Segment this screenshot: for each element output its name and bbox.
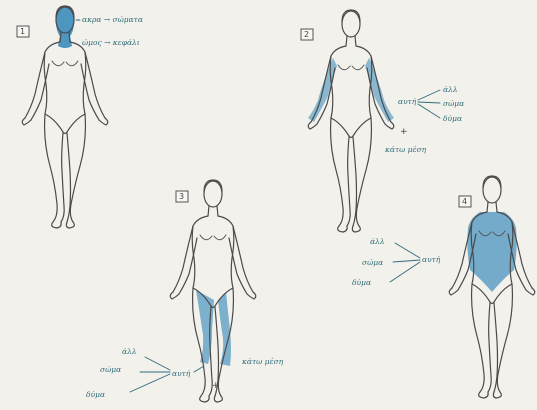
figure-4-target-2: σώμα [362,258,383,267]
figure-3-target-2: σώμα [100,365,121,374]
figure-3-arrows [130,357,170,392]
figure-3-extra-note: κάτω μέση [241,357,284,366]
figure-3-number: 3 [179,192,184,201]
figure-2-target-3: δύμα [443,114,462,123]
figure-2-arrows [418,90,440,118]
figure-4-joint: αυτή [422,255,441,264]
figure-4-number: 4 [462,197,467,206]
figure-1-number: 1 [20,27,25,36]
figure-2: 2 αυτή άλλ σώμα δύμα + κάτω μέση [301,10,464,232]
figure-2-target-2: σώμα [443,99,464,108]
torso-shading [467,212,516,292]
figure-4: 4 άλλ σώμα δύμα αυτή [352,176,535,398]
figure-2-number: 2 [304,30,309,39]
figure-1-note-2: ώμος → κεφάλι [82,38,140,47]
figure-2-target-1: άλλ [443,85,458,94]
figure-2-outline [308,10,394,232]
figure-3-plus: + [212,381,220,391]
figure-1-note-1: ακρα → σώματα [82,15,143,24]
figure-1: 1 ακρα → σώματα ώμος → κεφάλι [17,6,143,228]
figure-3-target-3: δύμα [86,390,105,399]
figure-2-plus: + [400,127,408,137]
figure-3: 3 άλλ σώμα δύμα αυτή + κάτω μέση [86,180,284,402]
figure-3-target-1: άλλ [122,347,137,356]
figure-2-extra-note: κάτω μέση [384,145,427,154]
figure-4-arrows [390,243,420,282]
figure-3-joint: αυτή [172,369,191,378]
figure-3-link [194,366,204,372]
figure-4-target-1: άλλ [370,237,385,246]
figure-2-joint: αυτή [398,97,417,106]
figure-4-target-3: δύμα [352,278,371,287]
